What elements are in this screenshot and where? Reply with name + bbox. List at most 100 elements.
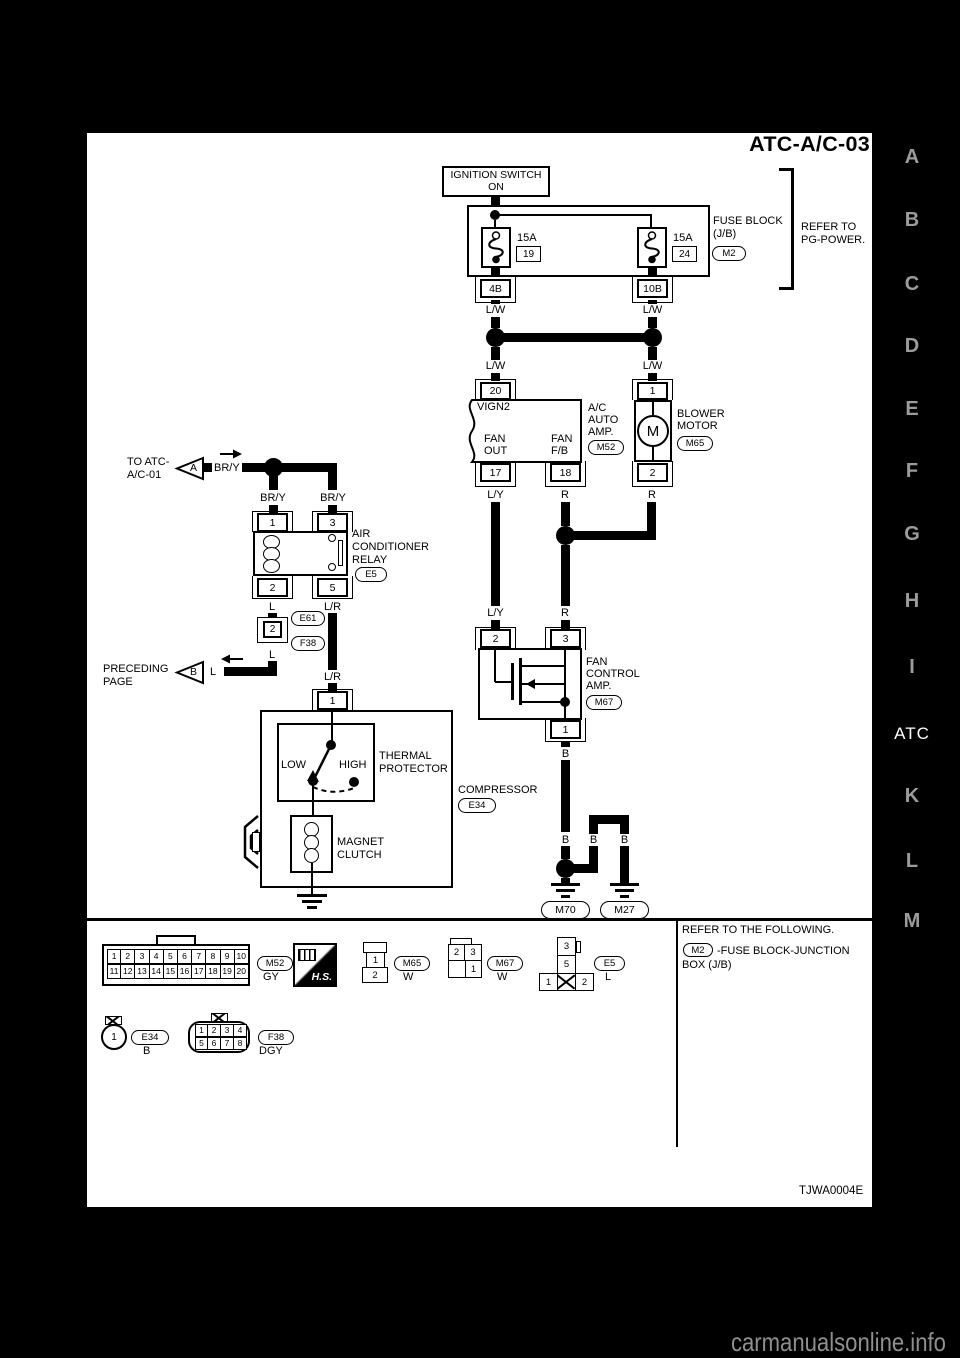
mosfet-channel [519,658,522,705]
relay-name: CONDITIONER [352,541,429,553]
page-title: ATC-A/C-03 [749,132,870,156]
connector-id-e34: E34 [458,798,496,813]
thermal-protector-box [277,723,375,802]
pin-cell: 4 [234,1024,247,1037]
pin-cell: 8 [206,949,221,964]
wire [328,505,337,514]
ground-symbol [610,883,639,886]
wire-color: BR/Y [320,492,346,504]
blower-name: MOTOR [677,420,718,432]
sidebar-index-g: G [904,523,920,545]
wire [561,502,570,526]
sidebar-index-h: H [904,590,920,612]
pin-cell: 11 [107,964,122,979]
wire [589,846,598,864]
watermark: carmanualsonline.info [731,1327,946,1357]
refer-following-text: -FUSE BLOCK-JUNCTION [717,945,850,957]
relay-name: AIR [352,528,371,540]
pin-cell: 9 [220,949,235,964]
pin-cell: 4 [149,949,164,964]
wire [561,878,570,883]
wire [224,667,277,676]
connector-5: 5 [317,578,348,597]
connector-id-e61: E61 [291,611,325,626]
sidebar-index-m: M [903,910,921,932]
wire [204,463,212,472]
wire-color: L/W [642,304,663,316]
ground-id-m70: M70 [541,901,590,919]
mosfet-gate [511,663,514,700]
sidebar-index-i: I [909,656,915,678]
wire [491,620,500,629]
connector-1: 1 [257,513,288,532]
connector-id-f38: F38 [291,636,325,651]
connector-id-m67: M67 [487,956,523,971]
flow-arrow-right [220,449,242,459]
connector-bracket [545,627,586,650]
sidebar-index-f: F [905,460,919,482]
compressor-label: COMPRESSOR [458,784,538,796]
legend-vertical-divider [676,921,678,1147]
ignition-switch-box: IGNITION SWITCH ON [442,166,550,197]
connector-bracket [475,379,516,400]
sidebar-index-d: D [904,335,920,357]
hs-label: H.S. [311,971,332,983]
ground-symbol [551,883,580,886]
wire-thin [652,447,654,460]
clutch-coil [304,848,319,863]
ground-symbol [297,894,327,897]
pin-cell: 20 [234,964,249,979]
connector-bracket [312,511,353,532]
legend-e5-keyway [557,973,576,991]
legend-m67-pin1: 1 [465,961,481,977]
thermal-protector-label: PROTECTOR [379,763,448,775]
mosfet-lead [564,650,566,703]
wire-thin [650,216,652,227]
mosfet-lead [564,705,566,720]
connector-id-e5: E5 [355,567,387,582]
wire [491,317,500,328]
wire [491,347,500,360]
magnet-clutch-label: MAGNET [337,836,385,848]
pin-cell: 2 [121,949,136,964]
wire-thin [311,888,313,894]
amp-pin-label: F/B [551,445,569,457]
wire [491,333,657,342]
pin-cell: 3 [221,1024,234,1037]
wire-thin [495,214,652,216]
hs-mark: H.S. [293,943,337,987]
amp-pin-label: VIGN2 [477,401,511,413]
sidebar-index-current: ATC [894,724,930,743]
refer-note: PG-POWER. [801,234,866,246]
thermal-protector-label: THERMAL [379,750,432,762]
fuse-block-label: FUSE BLOCK [713,215,783,227]
wire-color: B [589,834,598,846]
fuse-glyph [644,231,660,264]
page-connector-triangle-a [174,456,204,481]
connector-color: W [403,971,414,983]
bracket [779,287,792,290]
pin-cell: 8 [234,1037,247,1050]
page-ref-text: PAGE [103,676,133,688]
connector-id-e34: E34 [131,1030,169,1045]
ground-symbol [561,895,570,898]
pin-cell: 7 [192,949,207,964]
pin-cell: 10 [234,949,249,964]
junction-dot [556,859,575,878]
page-ref-text: A/C-01 [127,469,162,481]
wire [561,846,570,859]
junction-dot [560,697,570,707]
wire [328,683,337,691]
relay-name: RELAY [352,554,388,566]
sidebar-index-e: E [905,398,919,420]
fuse-symbol [481,227,511,268]
wire [328,463,337,490]
pin-cell: 13 [135,964,150,979]
relay-armature [338,540,343,566]
connector-2: 2 [637,463,668,482]
wire [648,317,657,328]
triangle-letter: B [190,666,198,678]
ground-symbol [615,889,634,892]
